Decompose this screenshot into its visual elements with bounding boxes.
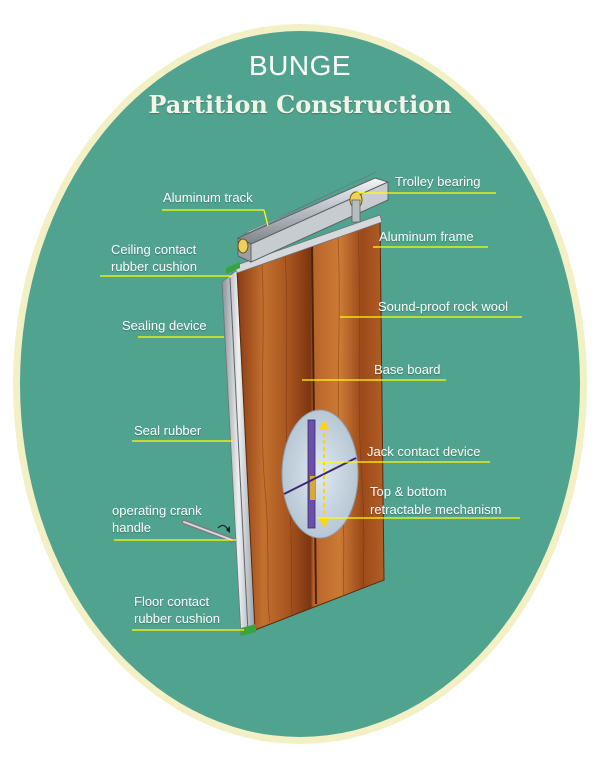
aluminum-frame-top <box>233 214 383 274</box>
label-base-board: Base board <box>374 362 441 377</box>
ceiling-cushion-strip <box>226 262 240 274</box>
label-floor-cushion-2: rubber cushion <box>134 611 220 626</box>
trolley-wheel-left <box>237 238 249 254</box>
leader-lines <box>100 192 522 631</box>
label-sound-proof: Sound-proof rock wool <box>378 299 509 314</box>
label-trolley-bearing: Trolley bearing <box>395 174 481 189</box>
floor-cushion-strip <box>241 624 256 636</box>
seal-rubber-strip <box>229 277 249 633</box>
label-operating-crank-2: handle <box>112 520 152 535</box>
retract-arrow-up <box>319 420 329 430</box>
jack-gear <box>310 476 315 500</box>
label-seal-rubber: Seal rubber <box>134 423 202 438</box>
aluminum-track-rail <box>242 171 377 235</box>
label-floor-cushion-1: Floor contact <box>134 594 210 609</box>
label-retractable-1: Top & bottom <box>370 484 447 499</box>
label-ceiling-cushion-2: rubber cushion <box>111 259 197 274</box>
retract-arrow-down <box>319 518 329 528</box>
label-operating-crank-1: operating crank <box>112 503 202 518</box>
label-retractable-2: retractable mechanism <box>370 502 502 517</box>
brand-title: BUNGE <box>248 50 352 81</box>
jack-cross-bar <box>283 457 357 495</box>
label-jack-contact: Jack contact device <box>367 444 481 459</box>
label-sealing-device: Sealing device <box>122 318 207 333</box>
jack-rod <box>307 419 316 529</box>
label-aluminum-frame: Aluminum frame <box>379 229 474 244</box>
cutaway-view <box>281 409 359 539</box>
trolley-hanger <box>351 199 361 223</box>
crank-handle-icon <box>181 519 235 543</box>
leader-aluminum-track-tip <box>263 209 269 227</box>
label-ceiling-cushion-1: Ceiling contact <box>111 242 197 257</box>
diagram-subtitle: Partition Construction <box>148 90 452 119</box>
label-aluminum-track: Aluminum track <box>163 190 253 205</box>
